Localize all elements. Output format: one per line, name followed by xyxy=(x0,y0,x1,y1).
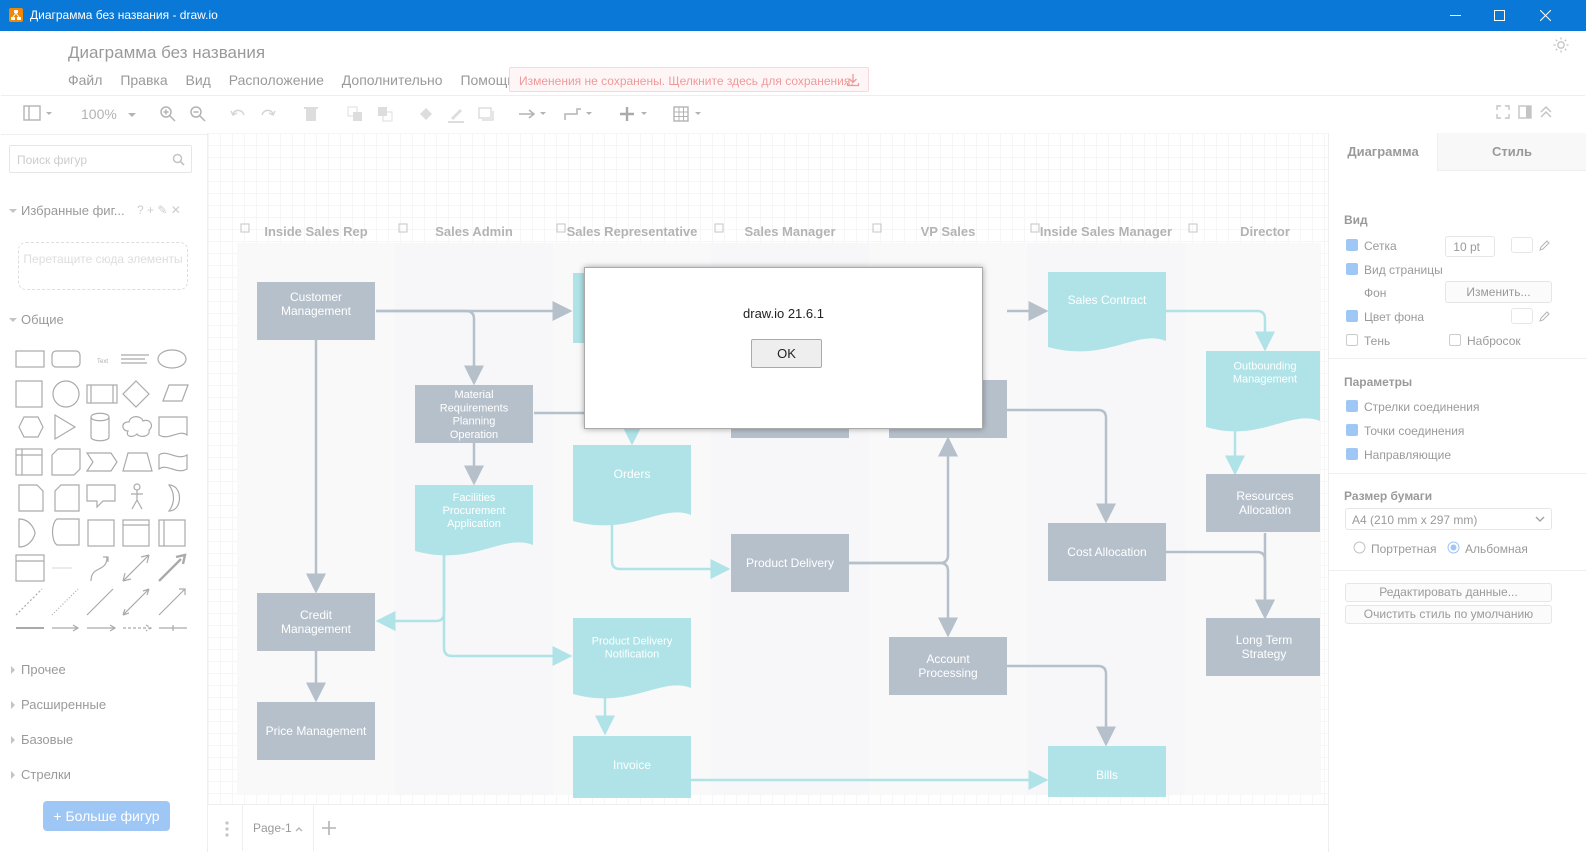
modal-overlay[interactable] xyxy=(0,31,1586,853)
maximize-button[interactable] xyxy=(1476,0,1522,31)
about-dialog: draw.io 21.6.1 OK xyxy=(584,267,983,429)
maximize-icon xyxy=(1494,10,1505,21)
minimize-icon xyxy=(1450,15,1461,16)
window-title: Диаграмма без названия - draw.io xyxy=(30,8,218,22)
minimize-button[interactable] xyxy=(1432,0,1478,31)
close-icon xyxy=(1540,10,1551,21)
ok-button[interactable]: OK xyxy=(751,339,822,368)
drawio-logo-icon xyxy=(9,8,23,22)
version-text: draw.io 21.6.1 xyxy=(743,306,824,321)
window-titlebar: Диаграмма без названия - draw.io xyxy=(0,0,1586,31)
close-window-button[interactable] xyxy=(1522,0,1568,31)
